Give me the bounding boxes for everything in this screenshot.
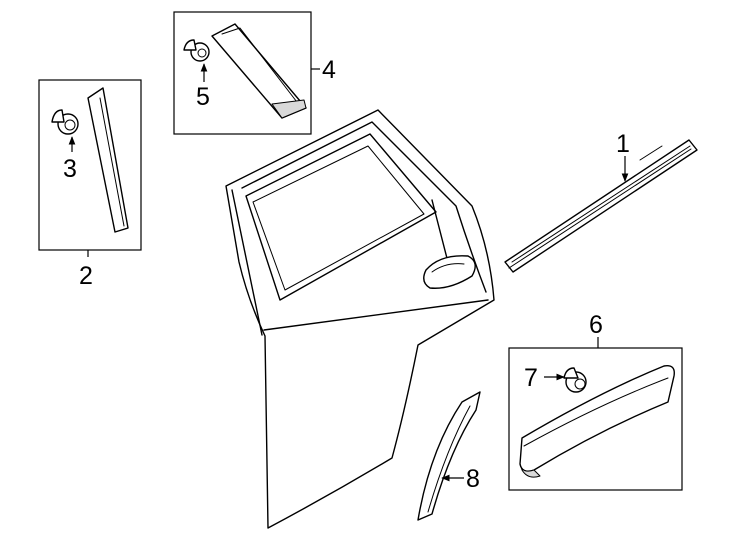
rear-door <box>225 109 495 529</box>
callout-5: 5 <box>196 83 210 111</box>
callout-6: 6 <box>589 311 603 339</box>
window-glass <box>245 133 437 301</box>
window-glass-inner <box>252 145 425 291</box>
window-frame-inner <box>241 121 487 293</box>
part-1-belt-moulding <box>504 139 698 273</box>
part-4-pillar-applique <box>211 23 307 119</box>
callout-7: 7 <box>524 364 538 392</box>
part-8-wheel-arch-moulding <box>417 391 481 521</box>
part-7-clip <box>563 367 587 393</box>
callout-4: 4 <box>322 56 336 84</box>
door-outer-outline <box>225 109 495 529</box>
callout-3: 3 <box>63 155 77 183</box>
part-3-clip <box>51 109 79 135</box>
door-handle <box>423 255 476 289</box>
callout-1: 1 <box>616 130 630 158</box>
part-5-clip <box>183 39 210 62</box>
callout-4-box <box>173 11 312 135</box>
part-6-door-moulding <box>519 365 675 478</box>
callout-2-box <box>38 79 142 251</box>
front-frame <box>231 189 263 336</box>
callout-8: 8 <box>466 465 480 493</box>
callout-6-box <box>508 347 683 491</box>
door-handle-cup <box>431 263 465 273</box>
callout-2: 2 <box>79 262 93 290</box>
belt-line <box>263 299 489 331</box>
part-2-pillar-applique <box>87 87 129 233</box>
